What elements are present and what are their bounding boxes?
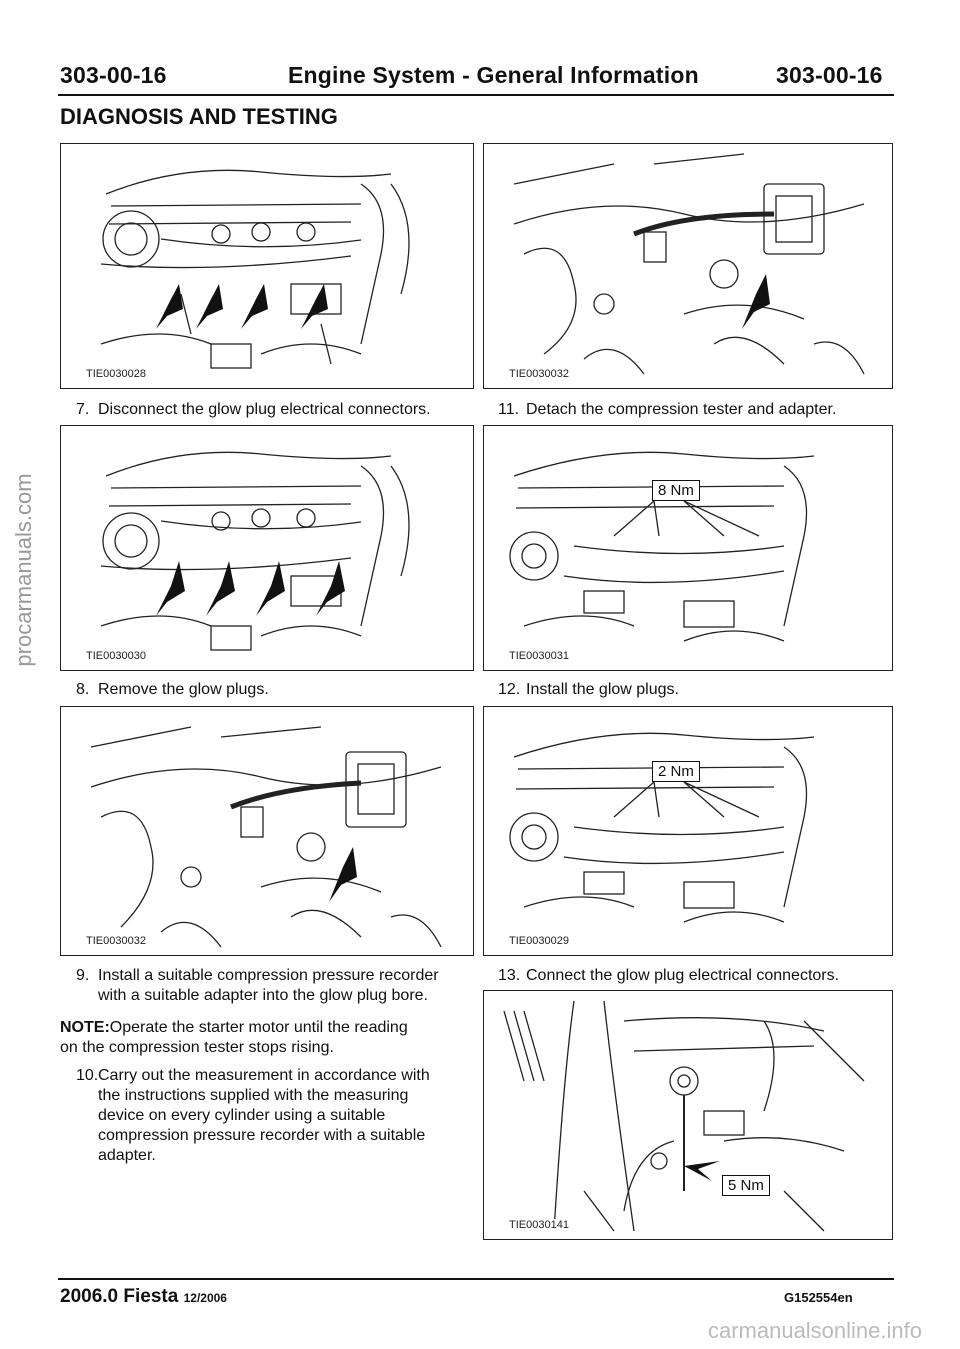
header-page-number-right: 303-00-16 <box>776 62 883 88</box>
torque-label: 5 Nm <box>722 1175 770 1196</box>
footer-code: G152554en <box>784 1290 853 1305</box>
section-title: DIAGNOSIS AND TESTING <box>60 104 338 129</box>
step-11: 11.Detach the compression tester and ada… <box>498 401 837 418</box>
arrow-icon <box>742 274 770 329</box>
note: NOTE:Operate the starter motor until the… <box>60 1019 408 1056</box>
figure-connector-torque: 5 Nm TIE0030141 <box>483 990 893 1240</box>
header-page-number-left: 303-00-16 <box>60 62 167 88</box>
arrow-icon-group <box>156 561 345 616</box>
figure-compression-recorder: TIE0030032 <box>60 706 474 956</box>
torque-label: 2 Nm <box>652 761 700 782</box>
step-8: 8.Remove the glow plugs. <box>76 681 269 698</box>
figure-id: TIE0030029 <box>506 935 572 947</box>
figure-id: TIE0030032 <box>506 368 572 380</box>
figure-id: TIE0030030 <box>83 650 149 662</box>
side-watermark: procarmanuals.com <box>11 473 36 667</box>
figure-compression-tester: TIE0030032 <box>483 143 893 389</box>
engine-illustration <box>100 169 410 369</box>
figure-install-glow-plugs: 8 Nm TIE0030031 <box>483 425 893 671</box>
figure-remove-glow-plugs: TIE0030030 <box>60 425 474 671</box>
step-7: 7.Disconnect the glow plug electrical co… <box>76 401 431 418</box>
footer-rule <box>58 1278 894 1280</box>
step-12: 12.Install the glow plugs. <box>498 681 679 698</box>
torque-label: 8 Nm <box>652 480 700 501</box>
figure-glow-plug-torque: 2 Nm TIE0030029 <box>483 706 893 956</box>
figure-id: TIE0030141 <box>506 1219 572 1231</box>
footer-url-watermark: carmanualsonline.info <box>707 1318 922 1343</box>
figure-id: TIE0030028 <box>83 368 149 380</box>
figure-id: TIE0030032 <box>83 935 149 947</box>
footer-model: 2006.0 Fiesta 12/2006 <box>60 1286 227 1307</box>
arrow-icon <box>684 1161 720 1181</box>
arrow-icon <box>329 847 357 902</box>
figure-glow-plug-connectors: TIE0030028 <box>60 143 474 389</box>
arrow-icon-group <box>156 284 328 329</box>
step-9: 9. Install a suitable compression pressu… <box>76 967 439 1004</box>
header-rule <box>58 94 894 96</box>
step-13: 13.Connect the glow plug electrical conn… <box>498 967 840 984</box>
step-10: 10. Carry out the measurement in accorda… <box>76 1067 430 1164</box>
figure-id: TIE0030031 <box>506 650 572 662</box>
header-title: Engine System - General Information <box>288 62 699 88</box>
